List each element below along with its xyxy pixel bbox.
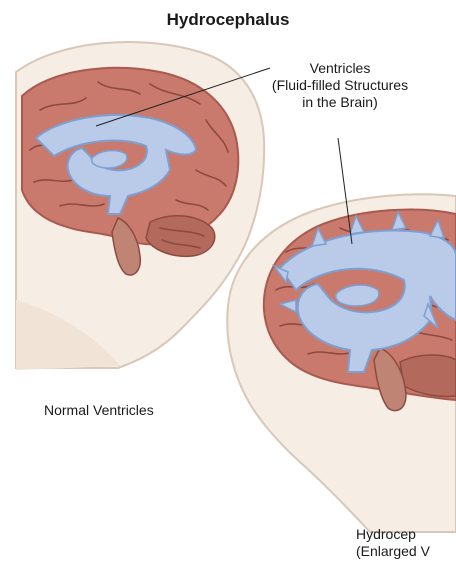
hydro-head — [227, 194, 456, 532]
hydrocephalus-label-line-2: (Enlarged V — [356, 543, 430, 560]
callout-line-1: Ventricles — [240, 60, 440, 77]
ventricles-callout: Ventricles (Fluid-filled Structures in t… — [240, 60, 440, 111]
hydrocephalus-label-line-1: Hydrocep — [356, 526, 430, 543]
normal-ventricles-label: Normal Ventricles — [44, 402, 154, 418]
diagram-title: Hydrocephalus — [0, 10, 456, 30]
callout-line-3: in the Brain) — [240, 94, 440, 111]
hydrocephalus-label: Hydrocep (Enlarged V — [356, 526, 430, 560]
callout-line-2: (Fluid-filled Structures — [240, 77, 440, 94]
